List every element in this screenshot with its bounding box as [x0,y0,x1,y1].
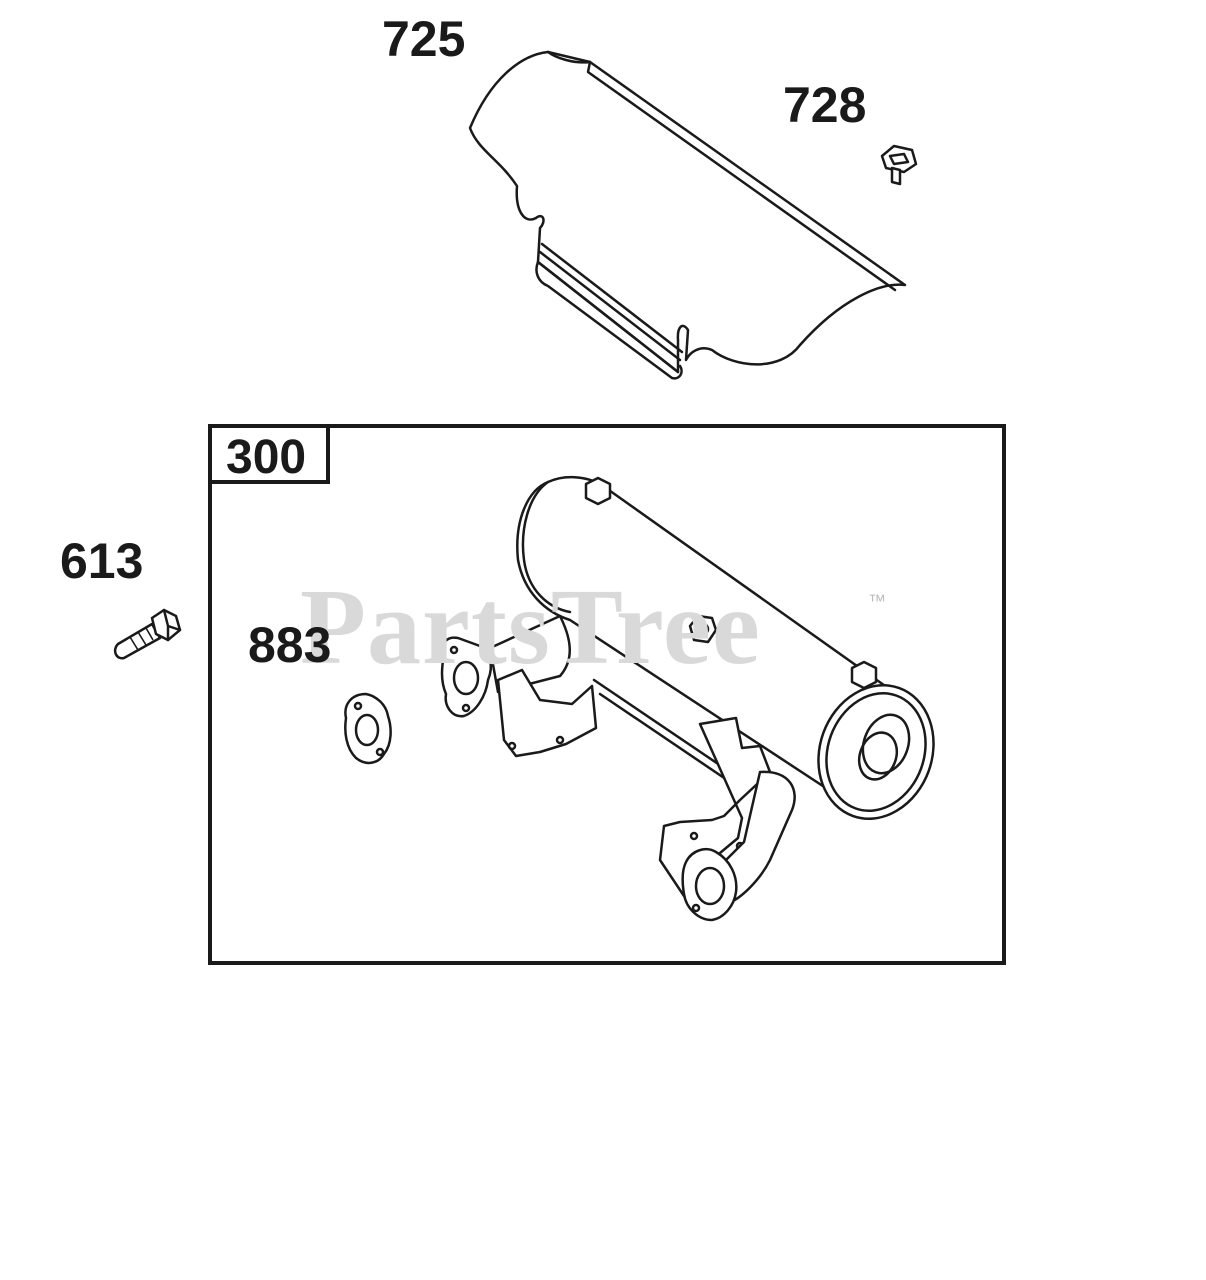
callout-728[interactable]: 728 [783,77,867,133]
muffler-assembly-part[interactable] [440,475,952,922]
callout-725[interactable]: 725 [382,11,466,67]
callout-883[interactable]: 883 [248,617,332,673]
bolt-part[interactable] [113,608,182,660]
callout-300[interactable]: 300 [226,431,307,484]
kit-frame: 300 [208,424,1006,965]
heat-shield-part[interactable] [468,50,907,380]
trademark-mark: ™ [868,591,886,611]
screw-part[interactable] [880,144,918,186]
callout-613[interactable]: 613 [60,533,144,589]
gasket-part[interactable] [344,692,392,765]
kit-number-tab: 300 [212,428,330,484]
watermark: PartsTree [300,568,761,687]
